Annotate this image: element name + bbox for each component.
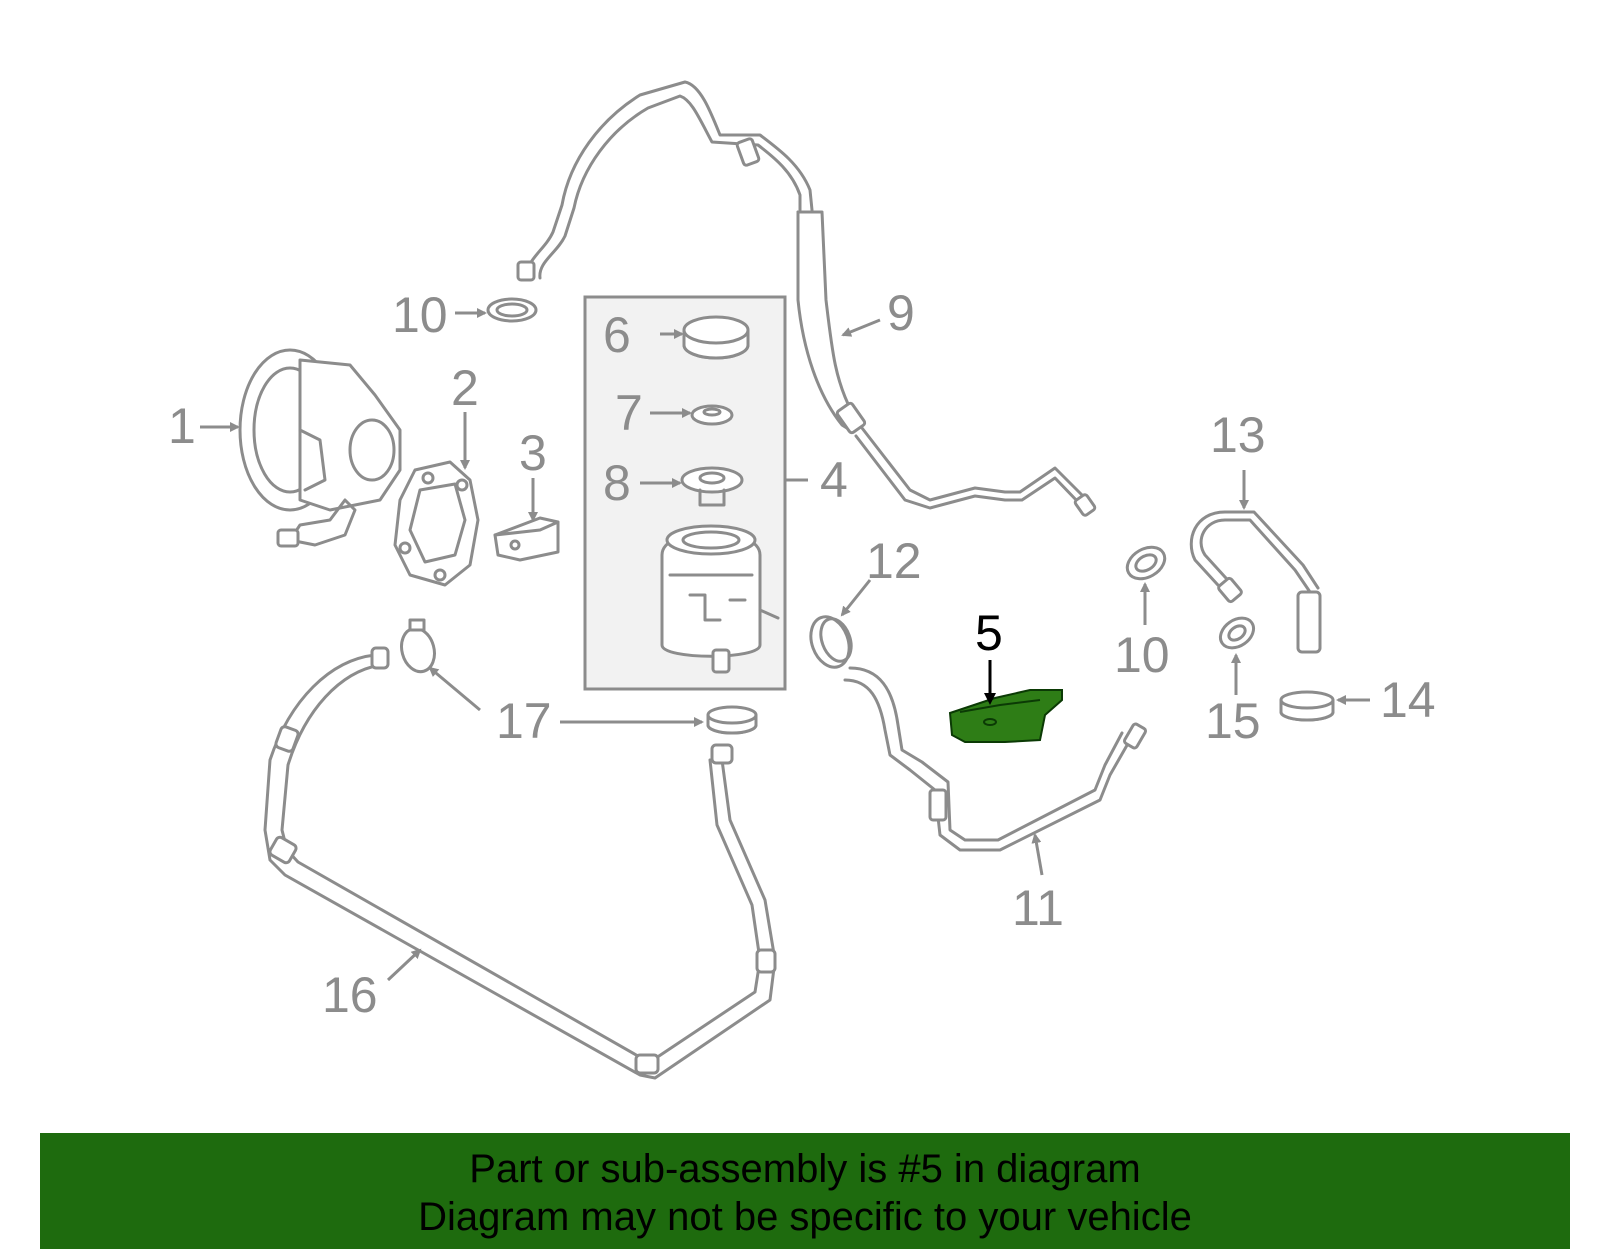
part-4-reservoir-assembly[interactable] [583,295,787,691]
part-15-o-ring[interactable] [1215,612,1259,654]
part-14-clamp[interactable] [1279,690,1335,722]
callout-14: 14 [1380,672,1436,728]
callout-4: 4 [820,452,848,508]
callout-11: 11 [1012,880,1064,936]
callout-10-upper: 10 [392,287,448,343]
part-10-o-ring-upper[interactable] [486,297,538,323]
callout-5: 5 [975,605,1003,661]
callout-17: 17 [496,693,552,749]
part-13-pipe[interactable] [1189,510,1322,654]
callout-15: 15 [1205,693,1261,749]
part-17-clamp-left[interactable] [397,618,439,675]
banner-line-2: Diagram may not be specific to your vehi… [418,1195,1192,1239]
callout-3: 3 [519,425,547,481]
part-9-pressure-hose[interactable] [516,80,1097,517]
part-2-cover[interactable] [393,460,480,587]
callout-9: 9 [887,285,915,341]
callout-8: 8 [603,455,631,511]
part-16-hose[interactable] [263,646,777,1080]
part-1-pump[interactable] [238,348,402,548]
part-5-mounting-bracket-highlighted[interactable] [948,689,1063,743]
callout-1: 1 [168,398,196,454]
banner-line-1: Part or sub-assembly is #5 in diagram [469,1147,1141,1191]
callout-13: 13 [1210,407,1266,463]
part-12-clamp[interactable] [804,611,856,672]
info-banner: Part or sub-assembly is #5 in diagram Di… [40,1133,1570,1249]
part-3-bracket[interactable] [493,516,560,562]
callout-2: 2 [451,360,479,416]
part-17-clamp-right[interactable] [706,705,758,735]
part-10-o-ring-lower[interactable] [1122,541,1171,585]
callout-10-lower: 10 [1114,627,1170,683]
leader-lines [200,308,1370,982]
callout-labels: 1 2 3 4 5 6 7 8 9 10 10 11 12 13 14 15 1… [168,285,1436,1023]
callout-12: 12 [866,533,922,589]
callout-16: 16 [322,967,378,1023]
callout-6: 6 [603,307,631,363]
callout-7: 7 [615,385,643,441]
part-11-return-line[interactable] [843,666,1147,852]
